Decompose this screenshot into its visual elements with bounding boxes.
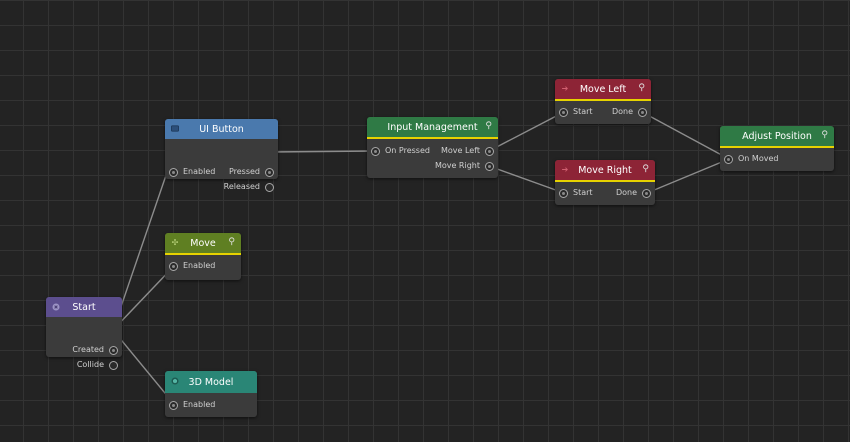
input-row: Start (559, 186, 593, 200)
input-row: On Pressed (371, 144, 430, 158)
port-label: Released (223, 182, 260, 191)
output-row: Released (224, 180, 274, 194)
input-row: Enabled (169, 259, 215, 273)
node-title: UI Button (199, 123, 244, 135)
move-arrows-icon: ✣ (171, 237, 179, 247)
wire-ui-button-pressed-to-input-on-pressed (267, 150, 377, 153)
output-port-move-right[interactable] (485, 161, 494, 171)
port-label: Enabled (183, 167, 216, 176)
pin-icon[interactable]: ⚲ (228, 237, 235, 247)
input-port-start[interactable] (559, 107, 568, 117)
output-row: Move Left (441, 144, 494, 158)
input-port-enabled[interactable] (169, 261, 178, 271)
wire-input-move-left-to-move-left-start (488, 111, 565, 152)
port-label: On Pressed (385, 146, 430, 155)
output-row: Done (616, 186, 651, 200)
output-port-released[interactable] (265, 182, 274, 192)
arrow-right-icon: ➔ (561, 83, 569, 93)
port-label: Collide (76, 360, 104, 369)
port-label: Move Right (434, 161, 480, 170)
adjust-position-node[interactable]: Adjust Position ⚲ On Moved (720, 126, 834, 171)
cube-icon (171, 377, 179, 384)
input-row: Start (559, 105, 593, 119)
wire-move-left-done-to-adjust-on-moved (641, 111, 730, 160)
node-title: Input Management (387, 121, 478, 133)
input-port-enabled[interactable] (169, 400, 178, 410)
3d-model-node[interactable]: 3D Model Enabled (165, 371, 257, 417)
node-title: Move (190, 237, 216, 249)
arrow-right-icon: ➔ (561, 164, 569, 174)
adjust-position-node-header[interactable]: Adjust Position ⚲ (720, 126, 834, 148)
ui-button-node-header[interactable]: UI Button (165, 119, 278, 139)
port-label: Start (573, 107, 593, 116)
pin-icon[interactable]: ⚲ (485, 121, 492, 131)
input-management-node-header[interactable]: Input Management ⚲ (367, 117, 498, 139)
move-right-node[interactable]: ➔ Move Right ⚲ Start Done (555, 160, 655, 205)
node-title: 3D Model (188, 376, 234, 388)
output-port-created[interactable] (109, 345, 118, 355)
ui-button-node[interactable]: UI Button Enabled Pressed Released (165, 119, 278, 192)
port-label: Enabled (183, 261, 216, 270)
move-left-node[interactable]: ➔ Move Left ⚲ Start Done (555, 79, 651, 124)
input-port-on-pressed[interactable] (371, 146, 380, 156)
node-title: Adjust Position (742, 130, 812, 142)
port-label: Start (573, 188, 593, 197)
input-port-enabled[interactable] (169, 167, 178, 177)
node-title: Start (72, 301, 96, 313)
output-port-move-left[interactable] (485, 146, 494, 156)
port-label: Created (72, 345, 104, 354)
button-icon (171, 125, 179, 132)
output-row: Move Right (435, 159, 494, 173)
circle-x-icon (52, 303, 60, 310)
move-node[interactable]: ✣ Move ⚲ Enabled (165, 233, 241, 280)
port-label: On Moved (738, 154, 779, 163)
node-title: Move Left (579, 83, 627, 95)
port-label: Done (611, 107, 633, 116)
output-port-collide[interactable] (109, 360, 118, 370)
input-row: Enabled (169, 398, 215, 412)
output-row: Pressed (229, 165, 274, 179)
input-port-on-moved[interactable] (724, 154, 733, 164)
input-row: Enabled (169, 165, 215, 179)
input-port-start[interactable] (559, 188, 568, 198)
move-node-header[interactable]: ✣ Move ⚲ (165, 233, 241, 255)
node-title: Move Right (578, 164, 632, 176)
move-left-node-header[interactable]: ➔ Move Left ⚲ (555, 79, 651, 101)
start-node-header[interactable]: Start (46, 297, 122, 317)
output-row: Created (72, 343, 118, 357)
port-label: Enabled (183, 400, 216, 409)
output-row: Done (612, 105, 647, 119)
3d-model-node-header[interactable]: 3D Model (165, 371, 257, 393)
input-row: On Moved (724, 152, 778, 166)
output-port-pressed[interactable] (265, 167, 274, 177)
wire-move-right-done-to-adjust-on-moved (646, 158, 730, 194)
move-right-node-header[interactable]: ➔ Move Right ⚲ (555, 160, 655, 182)
input-management-node[interactable]: Input Management ⚲ On Pressed Move Left … (367, 117, 498, 178)
start-node[interactable]: Start Created Collide (46, 297, 122, 370)
output-row: Collide (77, 358, 118, 372)
wire-input-move-right-to-move-right-start (488, 165, 565, 194)
pin-icon[interactable]: ⚲ (642, 164, 649, 174)
port-label: Pressed (228, 167, 260, 176)
output-port-done[interactable] (638, 107, 647, 117)
port-label: Move Left (440, 146, 480, 155)
pin-icon[interactable]: ⚲ (821, 130, 828, 140)
port-label: Done (615, 188, 637, 197)
output-port-done[interactable] (642, 188, 651, 198)
pin-icon[interactable]: ⚲ (638, 83, 645, 93)
